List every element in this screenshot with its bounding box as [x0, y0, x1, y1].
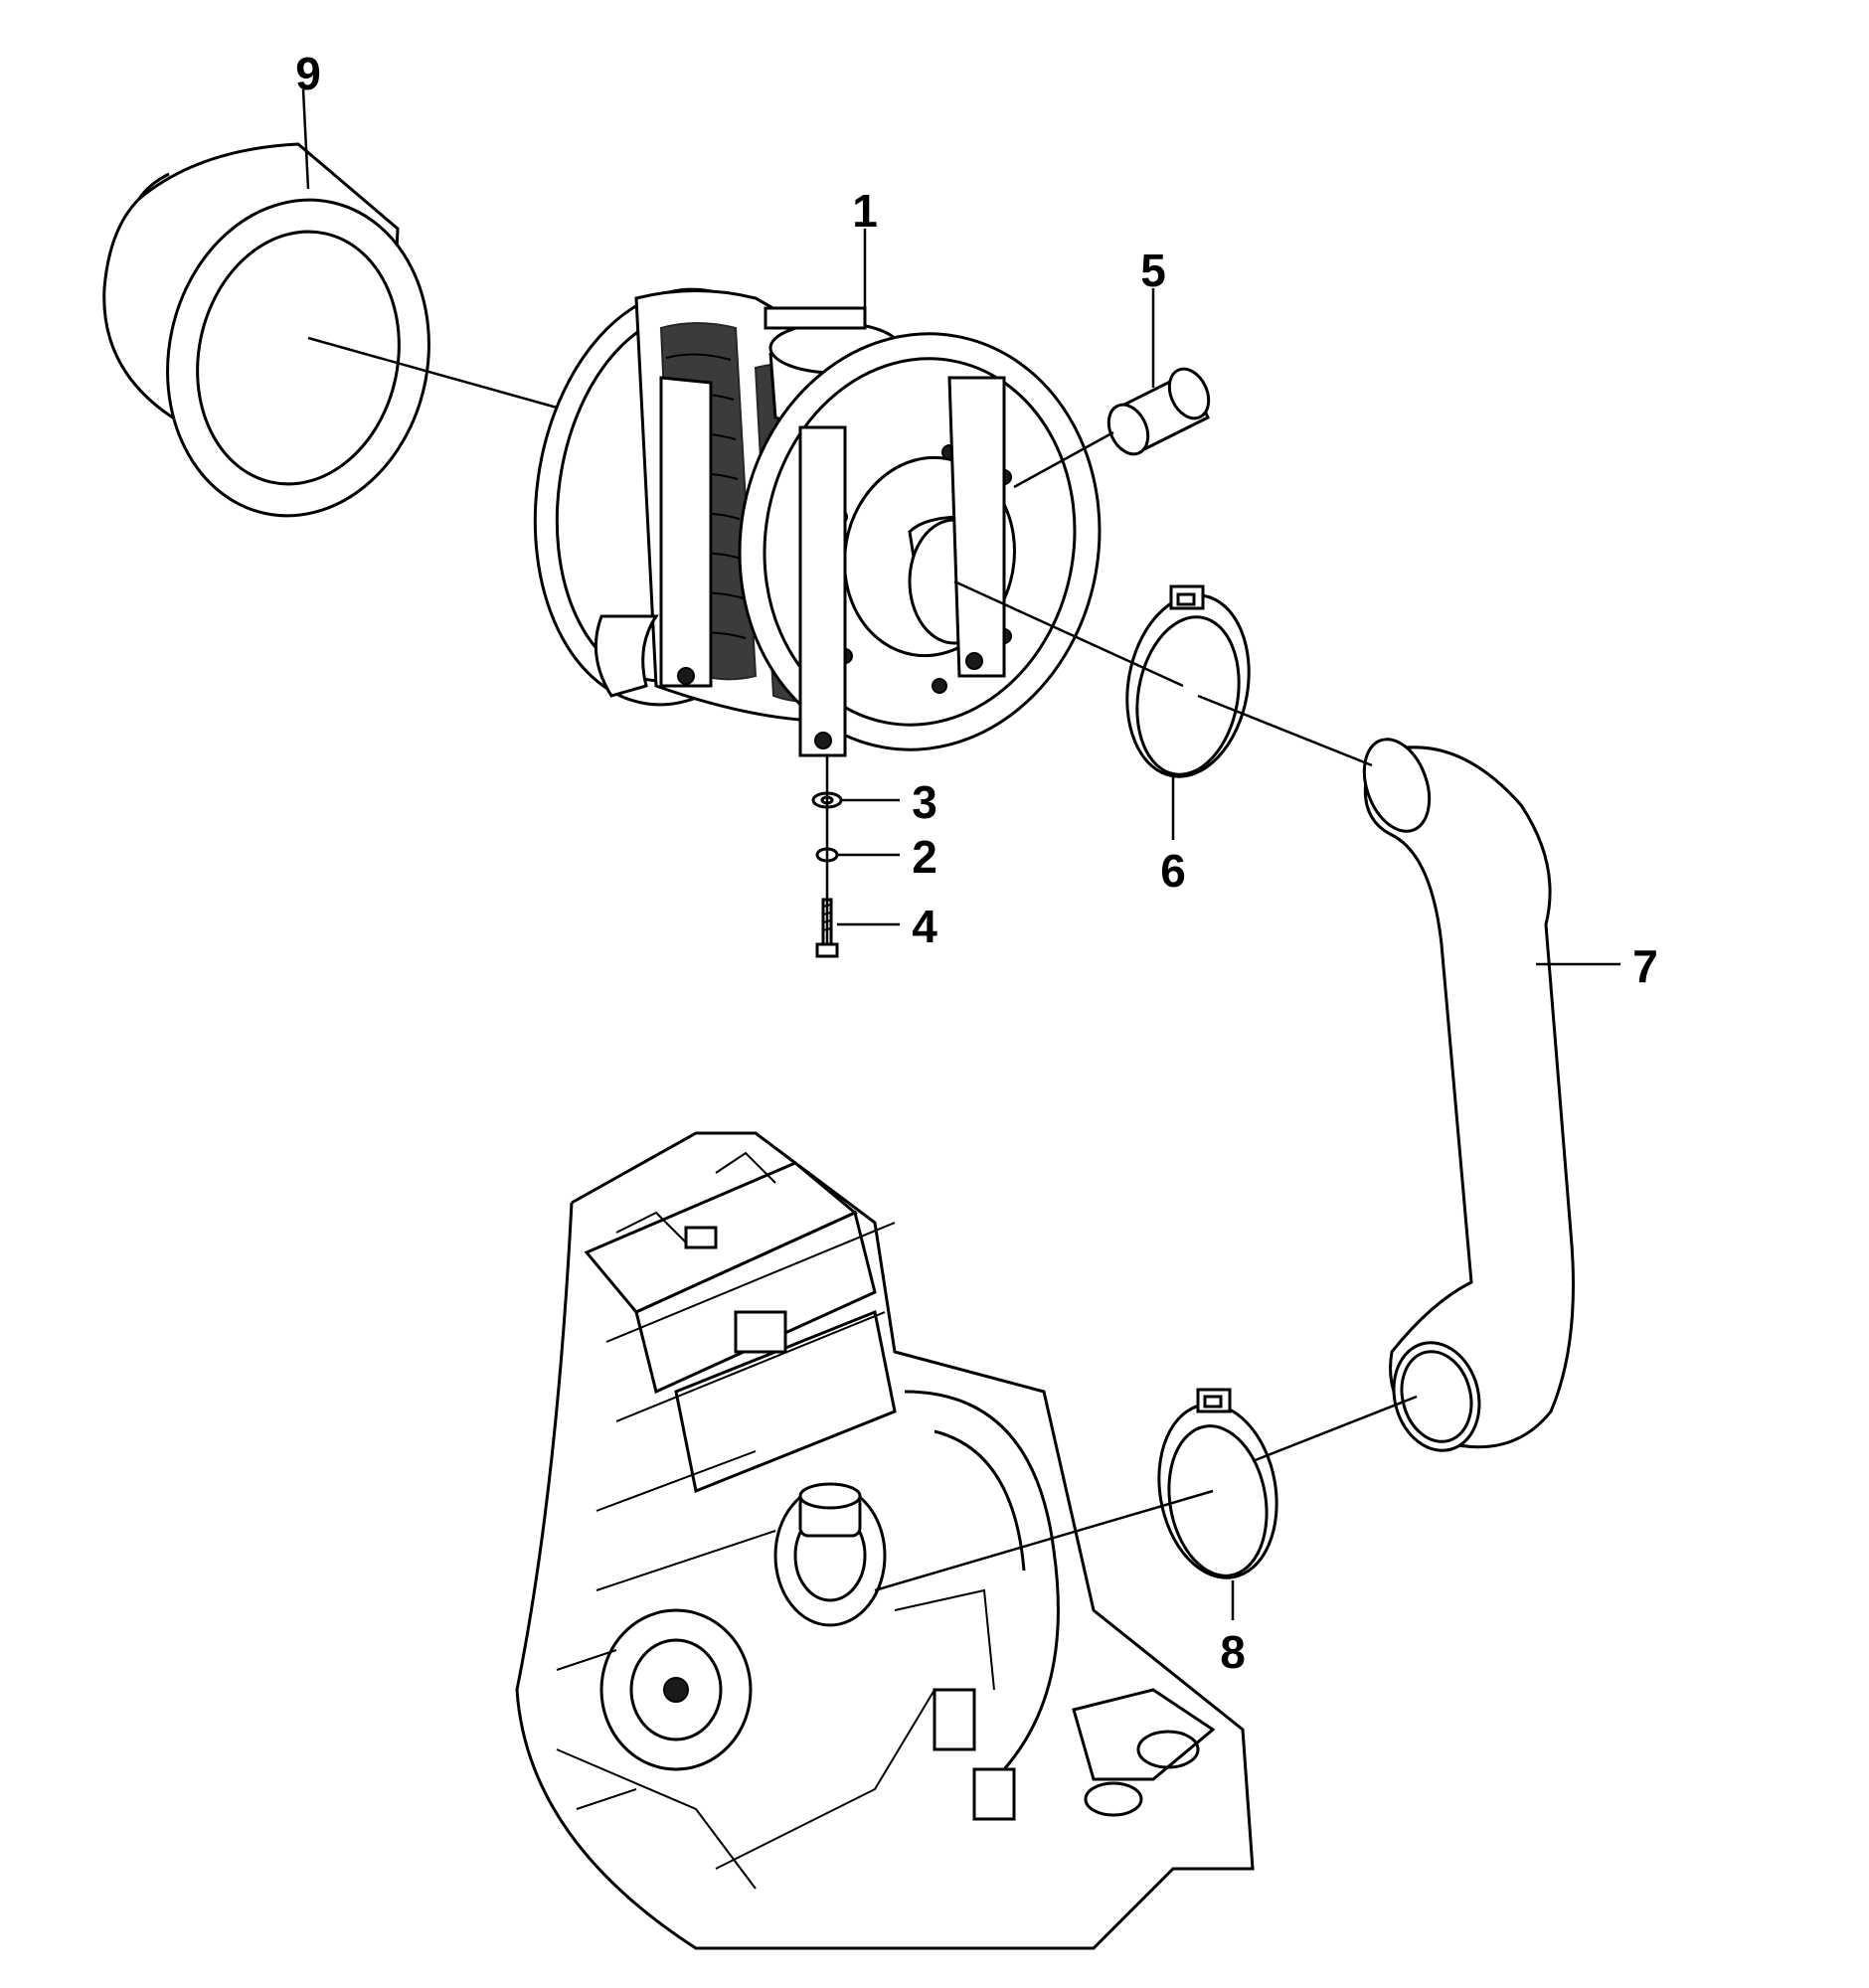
callout-6: 6 — [1160, 845, 1186, 897]
filter-element-9 — [102, 142, 430, 518]
hose-clamp-8 — [1157, 1388, 1278, 1579]
leader-lines — [301, 88, 1620, 1620]
callout-2: 2 — [912, 831, 937, 883]
air-cleaner-housing-1 — [533, 287, 1102, 757]
callout-7: 7 — [1632, 940, 1658, 992]
callout-9: 9 — [295, 48, 321, 99]
engine-assembly — [515, 1131, 1255, 1950]
callout-5: 5 — [1140, 245, 1166, 296]
callout-8: 8 — [1220, 1626, 1246, 1678]
callout-3: 3 — [912, 776, 937, 828]
callout-1: 1 — [852, 185, 878, 237]
intake-hose-7 — [1362, 738, 1575, 1452]
spacer-sleeve-5 — [1106, 367, 1211, 456]
hose-clamp-6 — [1125, 584, 1251, 778]
callout-4: 4 — [912, 901, 937, 952]
